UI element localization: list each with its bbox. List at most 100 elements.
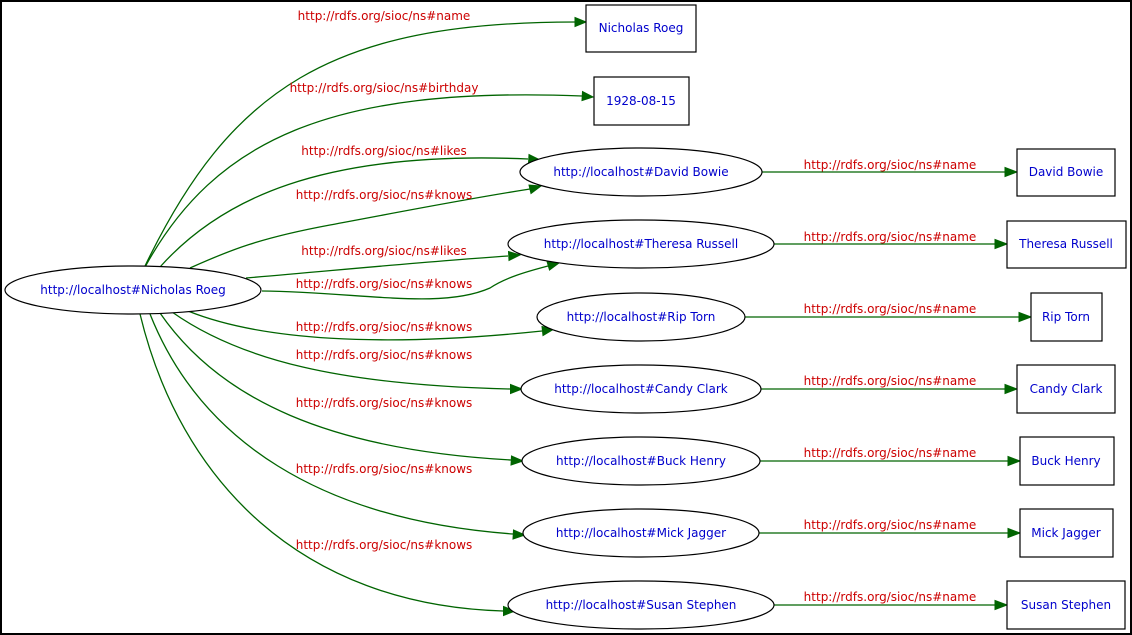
edge-roeg-knows-henry[interactable]: http://rdfs.org/sioc/ns#knows [159, 312, 525, 466]
node-box [1019, 436, 1115, 486]
arrowhead-icon [510, 455, 525, 466]
edges: http://rdfs.org/sioc/ns#name http://rdfs… [139, 9, 1033, 617]
arrowhead-icon [1007, 527, 1022, 539]
node-label: Candy Clark [1030, 382, 1103, 396]
node-box [585, 4, 697, 53]
node-nicholas-roeg-literal[interactable]: Nicholas Roeg [585, 4, 697, 53]
node-label: Buck Henry [1031, 454, 1100, 468]
node-rip-torn-literal[interactable]: Rip Torn [1030, 292, 1103, 342]
arrowhead-icon [1004, 383, 1019, 395]
edge-roeg-knows-stephen[interactable]: http://rdfs.org/sioc/ns#knows [139, 313, 517, 617]
edge-label: http://rdfs.org/sioc/ns#knows [296, 396, 473, 410]
edge-line [144, 94, 583, 268]
node-box [593, 76, 690, 126]
node-box [1016, 148, 1116, 197]
node-box [1030, 292, 1103, 342]
node-label: David Bowie [1029, 165, 1104, 179]
arrowhead-icon [994, 238, 1009, 250]
edge-torn-name[interactable]: http://rdfs.org/sioc/ns#name [745, 302, 1033, 323]
arrowhead-icon [994, 599, 1009, 611]
node-buck-henry-resource[interactable]: http://localhost#Buck Henry [521, 436, 761, 486]
node-theresa-russell-literal[interactable]: Theresa Russell [1006, 220, 1127, 269]
node-ellipse [507, 580, 775, 630]
edge-roeg-likes-russell[interactable]: http://rdfs.org/sioc/ns#likes [245, 244, 522, 279]
node-label: Rip Torn [1042, 310, 1090, 324]
node-box [1006, 580, 1126, 630]
edge-clark-name[interactable]: http://rdfs.org/sioc/ns#name [761, 374, 1019, 395]
edge-roeg-knows-bowie[interactable]: http://rdfs.org/sioc/ns#knows [189, 184, 543, 269]
arrowhead-icon [1004, 166, 1019, 178]
edge-label: http://rdfs.org/sioc/ns#likes [301, 244, 466, 258]
node-label: Theresa Russell [1018, 237, 1113, 251]
arrowhead-icon [510, 383, 524, 395]
arrowhead-icon [574, 16, 588, 28]
edge-label: http://rdfs.org/sioc/ns#knows [296, 277, 473, 291]
node-label: http://localhost#Buck Henry [556, 454, 726, 468]
node-rip-torn-resource[interactable]: http://localhost#Rip Torn [536, 292, 746, 342]
edge-line [159, 312, 512, 461]
node-birthday-literal[interactable]: 1928-08-15 [593, 76, 690, 126]
node-label: Susan Stephen [1021, 598, 1111, 612]
edge-henry-name[interactable]: http://rdfs.org/sioc/ns#name [760, 446, 1022, 467]
edge-label: http://rdfs.org/sioc/ns#knows [296, 538, 473, 552]
edge-line [149, 313, 514, 535]
node-box [1019, 508, 1114, 558]
node-susan-stephen-resource[interactable]: http://localhost#Susan Stephen [507, 580, 775, 630]
edge-label: http://rdfs.org/sioc/ns#knows [296, 462, 473, 476]
node-david-bowie-resource[interactable]: http://localhost#David Bowie [519, 147, 763, 197]
edge-roeg-knows-clark[interactable]: http://rdfs.org/sioc/ns#knows [171, 311, 524, 395]
edge-stephen-name[interactable]: http://rdfs.org/sioc/ns#name [773, 590, 1009, 611]
edge-line [245, 255, 509, 279]
node-label: Nicholas Roeg [599, 21, 684, 35]
node-nicholas-roeg-resource[interactable]: http://localhost#Nicholas Roeg [4, 265, 262, 315]
edge-label: http://rdfs.org/sioc/ns#knows [296, 320, 473, 334]
edge-label: http://rdfs.org/sioc/ns#name [804, 590, 977, 604]
edge-label: http://rdfs.org/sioc/ns#name [804, 374, 977, 388]
edge-label: http://rdfs.org/sioc/ns#name [804, 302, 977, 316]
node-candy-clark-resource[interactable]: http://localhost#Candy Clark [520, 364, 762, 414]
node-label: 1928-08-15 [606, 94, 676, 108]
node-label: http://localhost#Rip Torn [567, 310, 716, 324]
node-ellipse [519, 147, 763, 197]
edge-label: http://rdfs.org/sioc/ns#likes [301, 144, 466, 158]
node-buck-henry-literal[interactable]: Buck Henry [1019, 436, 1115, 486]
node-box [1006, 220, 1127, 269]
edge-label: http://rdfs.org/sioc/ns#knows [296, 188, 473, 202]
node-mick-jagger-literal[interactable]: Mick Jagger [1019, 508, 1114, 558]
node-ellipse [520, 364, 762, 414]
edge-label: http://rdfs.org/sioc/ns#name [804, 158, 977, 172]
edge-bowie-name[interactable]: http://rdfs.org/sioc/ns#name [762, 158, 1019, 178]
arrowhead-icon [528, 184, 543, 195]
edge-label: http://rdfs.org/sioc/ns#name [804, 446, 977, 460]
edge-roeg-name[interactable]: http://rdfs.org/sioc/ns#name [144, 9, 588, 267]
node-label: http://localhost#Nicholas Roeg [40, 283, 225, 297]
edge-roeg-birthday[interactable]: http://rdfs.org/sioc/ns#birthday [144, 81, 595, 268]
node-label: Mick Jagger [1031, 526, 1101, 540]
node-susan-stephen-literal[interactable]: Susan Stephen [1006, 580, 1126, 630]
edge-line [171, 311, 511, 390]
edge-label: http://rdfs.org/sioc/ns#name [298, 9, 471, 23]
node-theresa-russell-resource[interactable]: http://localhost#Theresa Russell [507, 219, 775, 269]
edge-line [187, 310, 543, 341]
node-label: http://localhost#Mick Jagger [556, 526, 726, 540]
edge-jagger-name[interactable]: http://rdfs.org/sioc/ns#name [759, 518, 1022, 539]
arrowhead-icon [507, 250, 522, 262]
node-box [1016, 364, 1116, 414]
edge-label: http://rdfs.org/sioc/ns#name [804, 230, 977, 244]
edge-russell-name[interactable]: http://rdfs.org/sioc/ns#name [773, 230, 1009, 250]
node-ellipse [521, 436, 761, 486]
node-ellipse [507, 219, 775, 269]
node-ellipse [522, 508, 760, 558]
edge-roeg-knows-jagger[interactable]: http://rdfs.org/sioc/ns#knows [149, 313, 527, 540]
node-ellipse [4, 265, 262, 315]
nodes: http://localhost#Nicholas Roeg Nicholas … [4, 4, 1127, 630]
node-ellipse [536, 292, 746, 342]
edge-line [139, 313, 504, 612]
edge-line [159, 157, 529, 268]
node-david-bowie-literal[interactable]: David Bowie [1016, 148, 1116, 197]
edge-label: http://rdfs.org/sioc/ns#knows [296, 348, 473, 362]
node-candy-clark-literal[interactable]: Candy Clark [1016, 364, 1116, 414]
edge-line [261, 265, 549, 300]
node-mick-jagger-resource[interactable]: http://localhost#Mick Jagger [522, 508, 760, 558]
